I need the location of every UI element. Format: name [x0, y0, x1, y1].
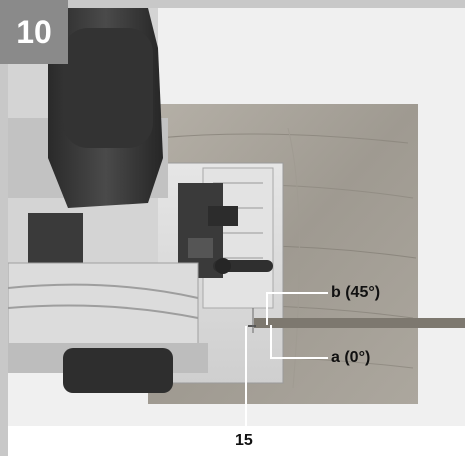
- figure-number-badge: 10: [0, 0, 68, 64]
- callout-line-b: [266, 292, 328, 325]
- cut-indicator: [248, 308, 465, 333]
- frame-left-border: [0, 0, 8, 456]
- circular-saw-illustration: [8, 8, 465, 426]
- callout-line-a: [270, 325, 328, 359]
- figure-number: 10: [16, 13, 52, 50]
- callout-lines: [245, 292, 328, 426]
- saw-body: [8, 8, 208, 393]
- callout-label-15: 15: [235, 432, 253, 449]
- callout-label-b: b (45°): [331, 284, 381, 301]
- saw-photo: [8, 8, 465, 426]
- callout-label-a: a (0°): [331, 349, 371, 366]
- frame-top-border: [0, 0, 465, 8]
- bevel-lock: [178, 183, 273, 278]
